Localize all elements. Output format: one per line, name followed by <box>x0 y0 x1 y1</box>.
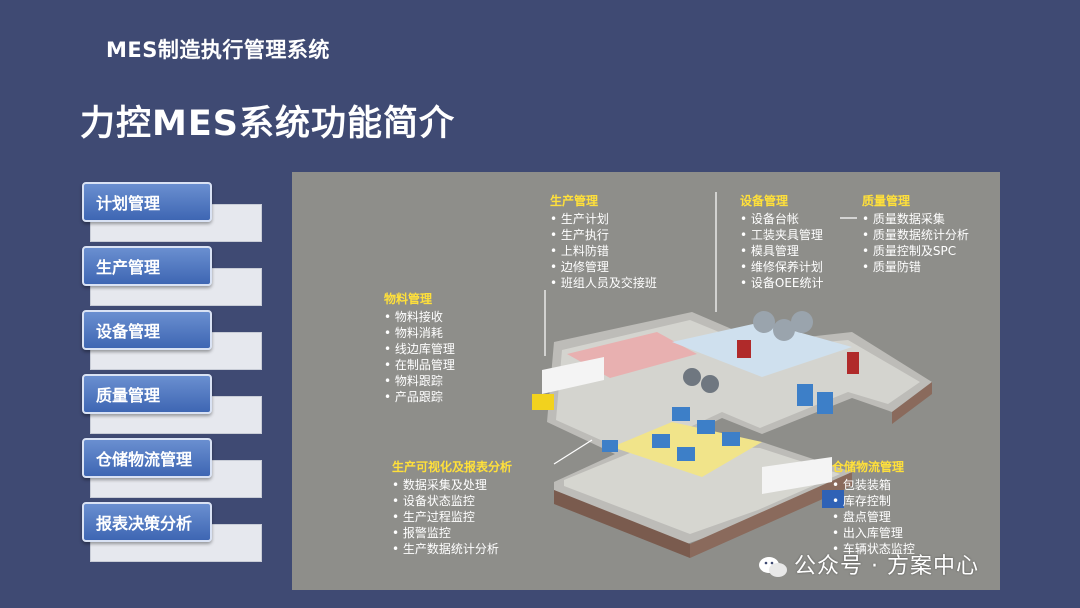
group-item: 线边库管理 <box>384 341 455 357</box>
group-item: 物料接收 <box>384 309 455 325</box>
group-equipment: 设备管理 设备台帐 工装夹具管理 模具管理 维修保养计划 设备OEE统计 <box>740 192 824 291</box>
group-material: 物料管理 物料接收 物料消耗 线边库管理 在制品管理 物料跟踪 产品跟踪 <box>384 290 455 405</box>
wechat-icon <box>758 555 788 579</box>
group-item: 上料防错 <box>550 243 657 259</box>
group-title: 设备管理 <box>740 194 789 208</box>
group-item: 库存控制 <box>832 493 915 509</box>
menu-item-production[interactable]: 生产管理 <box>82 246 262 310</box>
group-title: 生产可视化及报表分析 <box>392 460 513 474</box>
group-item: 质量数据采集 <box>862 211 969 227</box>
menu-button[interactable]: 设备管理 <box>82 310 212 350</box>
group-item: 数据采集及处理 <box>392 477 512 493</box>
factory-diagram: 生产管理 生产计划 生产执行 上料防错 边修管理 班组人员及交接班 设备管理 设… <box>292 172 1000 590</box>
group-item: 工装夹具管理 <box>740 227 824 243</box>
group-item: 车辆状态监控 <box>832 541 915 557</box>
group-quality: 质量管理 质量数据采集 质量数据统计分析 质量控制及SPC 质量防错 <box>862 192 969 275</box>
group-item: 班组人员及交接班 <box>550 275 657 291</box>
group-item: 物料消耗 <box>384 325 455 341</box>
group-report: 生产可视化及报表分析 数据采集及处理 设备状态监控 生产过程监控 报警监控 生产… <box>392 458 512 557</box>
factory-illustration <box>532 192 932 558</box>
group-item: 生产执行 <box>550 227 657 243</box>
group-title: 生产管理 <box>550 194 599 208</box>
menu-button[interactable]: 质量管理 <box>82 374 212 414</box>
section-header: MES制造执行管理系统 <box>106 38 330 62</box>
group-item: 质量数据统计分析 <box>862 227 969 243</box>
group-production: 生产管理 生产计划 生产执行 上料防错 边修管理 班组人员及交接班 <box>550 192 657 291</box>
group-item: 盘点管理 <box>832 509 915 525</box>
menu-item-plan[interactable]: 计划管理 <box>82 182 262 246</box>
group-item: 生产过程监控 <box>392 509 512 525</box>
group-item: 设备OEE统计 <box>740 275 824 291</box>
group-item: 出入库管理 <box>832 525 915 541</box>
menu-button[interactable]: 仓储物流管理 <box>82 438 212 478</box>
menu-button[interactable]: 生产管理 <box>82 246 212 286</box>
group-item: 报警监控 <box>392 525 512 541</box>
menu-item-warehouse[interactable]: 仓储物流管理 <box>82 438 262 502</box>
watermark-text: 公众号 · 方案中心 <box>794 554 979 579</box>
menu-item-quality[interactable]: 质量管理 <box>82 374 262 438</box>
menu-item-report[interactable]: 报表决策分析 <box>82 502 262 566</box>
group-item: 边修管理 <box>550 259 657 275</box>
group-item: 在制品管理 <box>384 357 455 373</box>
group-title: 质量管理 <box>862 194 911 208</box>
page-title: 力控MES系统功能简介 <box>80 104 455 144</box>
menu-button[interactable]: 计划管理 <box>82 182 212 222</box>
group-title: 物料管理 <box>384 292 433 306</box>
group-item: 模具管理 <box>740 243 824 259</box>
group-item: 质量防错 <box>862 259 969 275</box>
group-item: 产品跟踪 <box>384 389 455 405</box>
menu-item-equipment[interactable]: 设备管理 <box>82 310 262 374</box>
group-title: 仓储物流管理 <box>832 460 905 474</box>
watermark: 公众号 · 方案中心 <box>758 548 979 580</box>
menu-button[interactable]: 报表决策分析 <box>82 502 212 542</box>
group-item: 设备状态监控 <box>392 493 512 509</box>
group-item: 质量控制及SPC <box>862 243 969 259</box>
group-item: 包装装箱 <box>832 477 915 493</box>
group-warehouse: 仓储物流管理 包装装箱 库存控制 盘点管理 出入库管理 车辆状态监控 <box>832 458 915 557</box>
group-item: 维修保养计划 <box>740 259 824 275</box>
group-item: 生产数据统计分析 <box>392 541 512 557</box>
function-menu: 计划管理 生产管理 设备管理 质量管理 仓储物流管理 报表决策分析 <box>82 182 262 566</box>
group-item: 生产计划 <box>550 211 657 227</box>
group-item: 设备台帐 <box>740 211 824 227</box>
group-item: 物料跟踪 <box>384 373 455 389</box>
